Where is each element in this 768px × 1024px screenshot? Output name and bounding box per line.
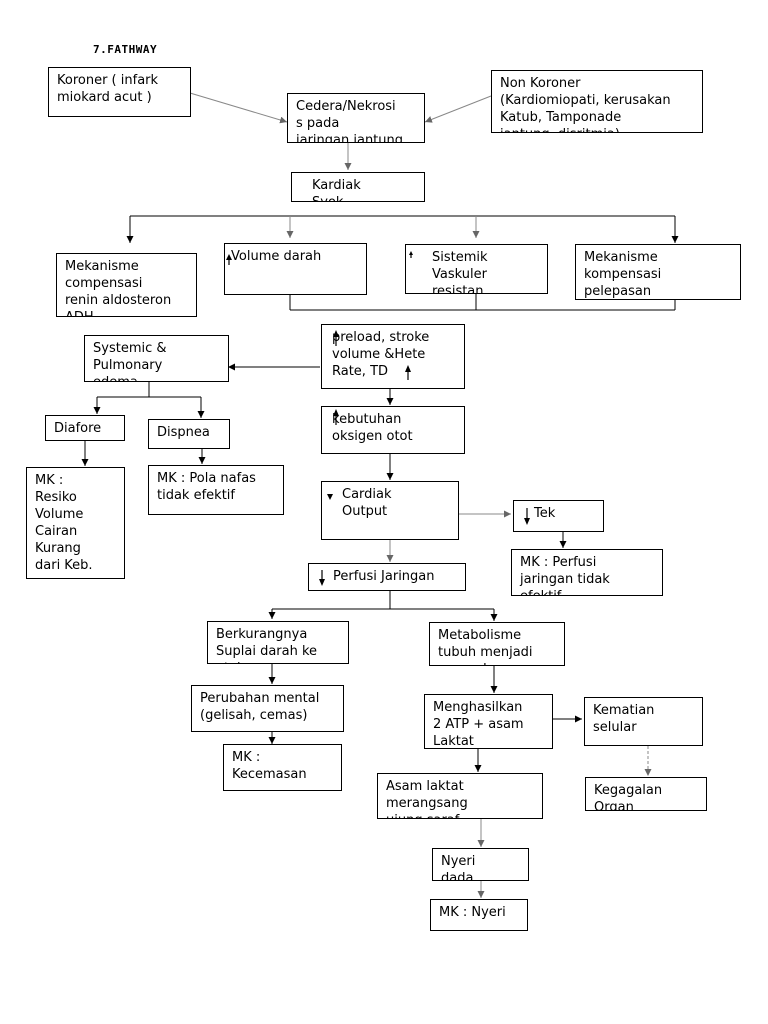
node-asam-laktat: Asam laktat merangsang ujung saraf	[377, 773, 543, 819]
node-nyeri-dada: Nyeri dada	[432, 848, 529, 881]
node-metabolisme: Metabolisme tubuh menjadi anaerob	[429, 622, 565, 666]
node-mekanisme-pelepasan: Mekanisme kompensasi pelepasan	[575, 244, 741, 300]
node-koroner: Koroner ( infark miokard acut )	[48, 67, 191, 117]
node-kematian: Kematian selular	[584, 697, 703, 746]
node-tek: Tek	[513, 500, 604, 532]
node-mk-pola-nafas: MK : Pola nafas tidak efektif	[148, 465, 284, 515]
arrow-nonkoroner-cedera	[424, 95, 492, 123]
node-perfusi-jaringan: Perfusi Jaringan	[308, 563, 466, 591]
node-systemic-edema: Systemic & Pulmonary edema	[84, 335, 229, 382]
node-kegagalan-organ: Kegagalan Organ	[585, 777, 707, 811]
arrow-koroner-cedera	[189, 92, 288, 124]
node-mekanisme-renin: Mekanisme compensasi renin aldosteron AD…	[56, 253, 197, 317]
page-title: 7.FATHWAY	[93, 43, 158, 56]
node-sistemik: Sistemik Vaskuler resistan	[405, 244, 548, 294]
node-mk-perfusi: MK : Perfusi jaringan tidak efektif	[511, 549, 663, 596]
node-menghasilkan: Menghasilkan 2 ATP + asam Laktat	[424, 694, 553, 749]
node-preload: preload, stroke volume &Hete Rate, TD	[321, 324, 465, 389]
node-diafore: Diafore	[45, 415, 125, 441]
node-perubahan-mental: Perubahan mental (gelisah, cemas)	[191, 685, 344, 732]
node-kardiak-syok: Kardiak Syok	[291, 172, 425, 202]
node-kebutuhan: kebutuhan oksigen otot	[321, 406, 465, 454]
node-mk-nyeri: MK : Nyeri	[430, 899, 528, 931]
node-mk-kecemasan: MK : Kecemasan	[223, 744, 342, 791]
node-mk-resiko: MK : Resiko Volume Cairan Kurang dari Ke…	[26, 467, 125, 579]
node-volume-darah: Volume darah	[224, 243, 367, 295]
node-dispnea: Dispnea	[148, 419, 230, 449]
node-berkurang: Berkurangnya Suplai darah ke otak	[207, 621, 349, 664]
node-cardiac-output: Cardiak Output	[321, 481, 459, 540]
node-non-koroner: Non Koroner (Kardiomiopati, kerusakan Ka…	[491, 70, 703, 133]
node-cedera: Cedera/Nekrosi s pada jaringan jantung	[287, 93, 425, 143]
